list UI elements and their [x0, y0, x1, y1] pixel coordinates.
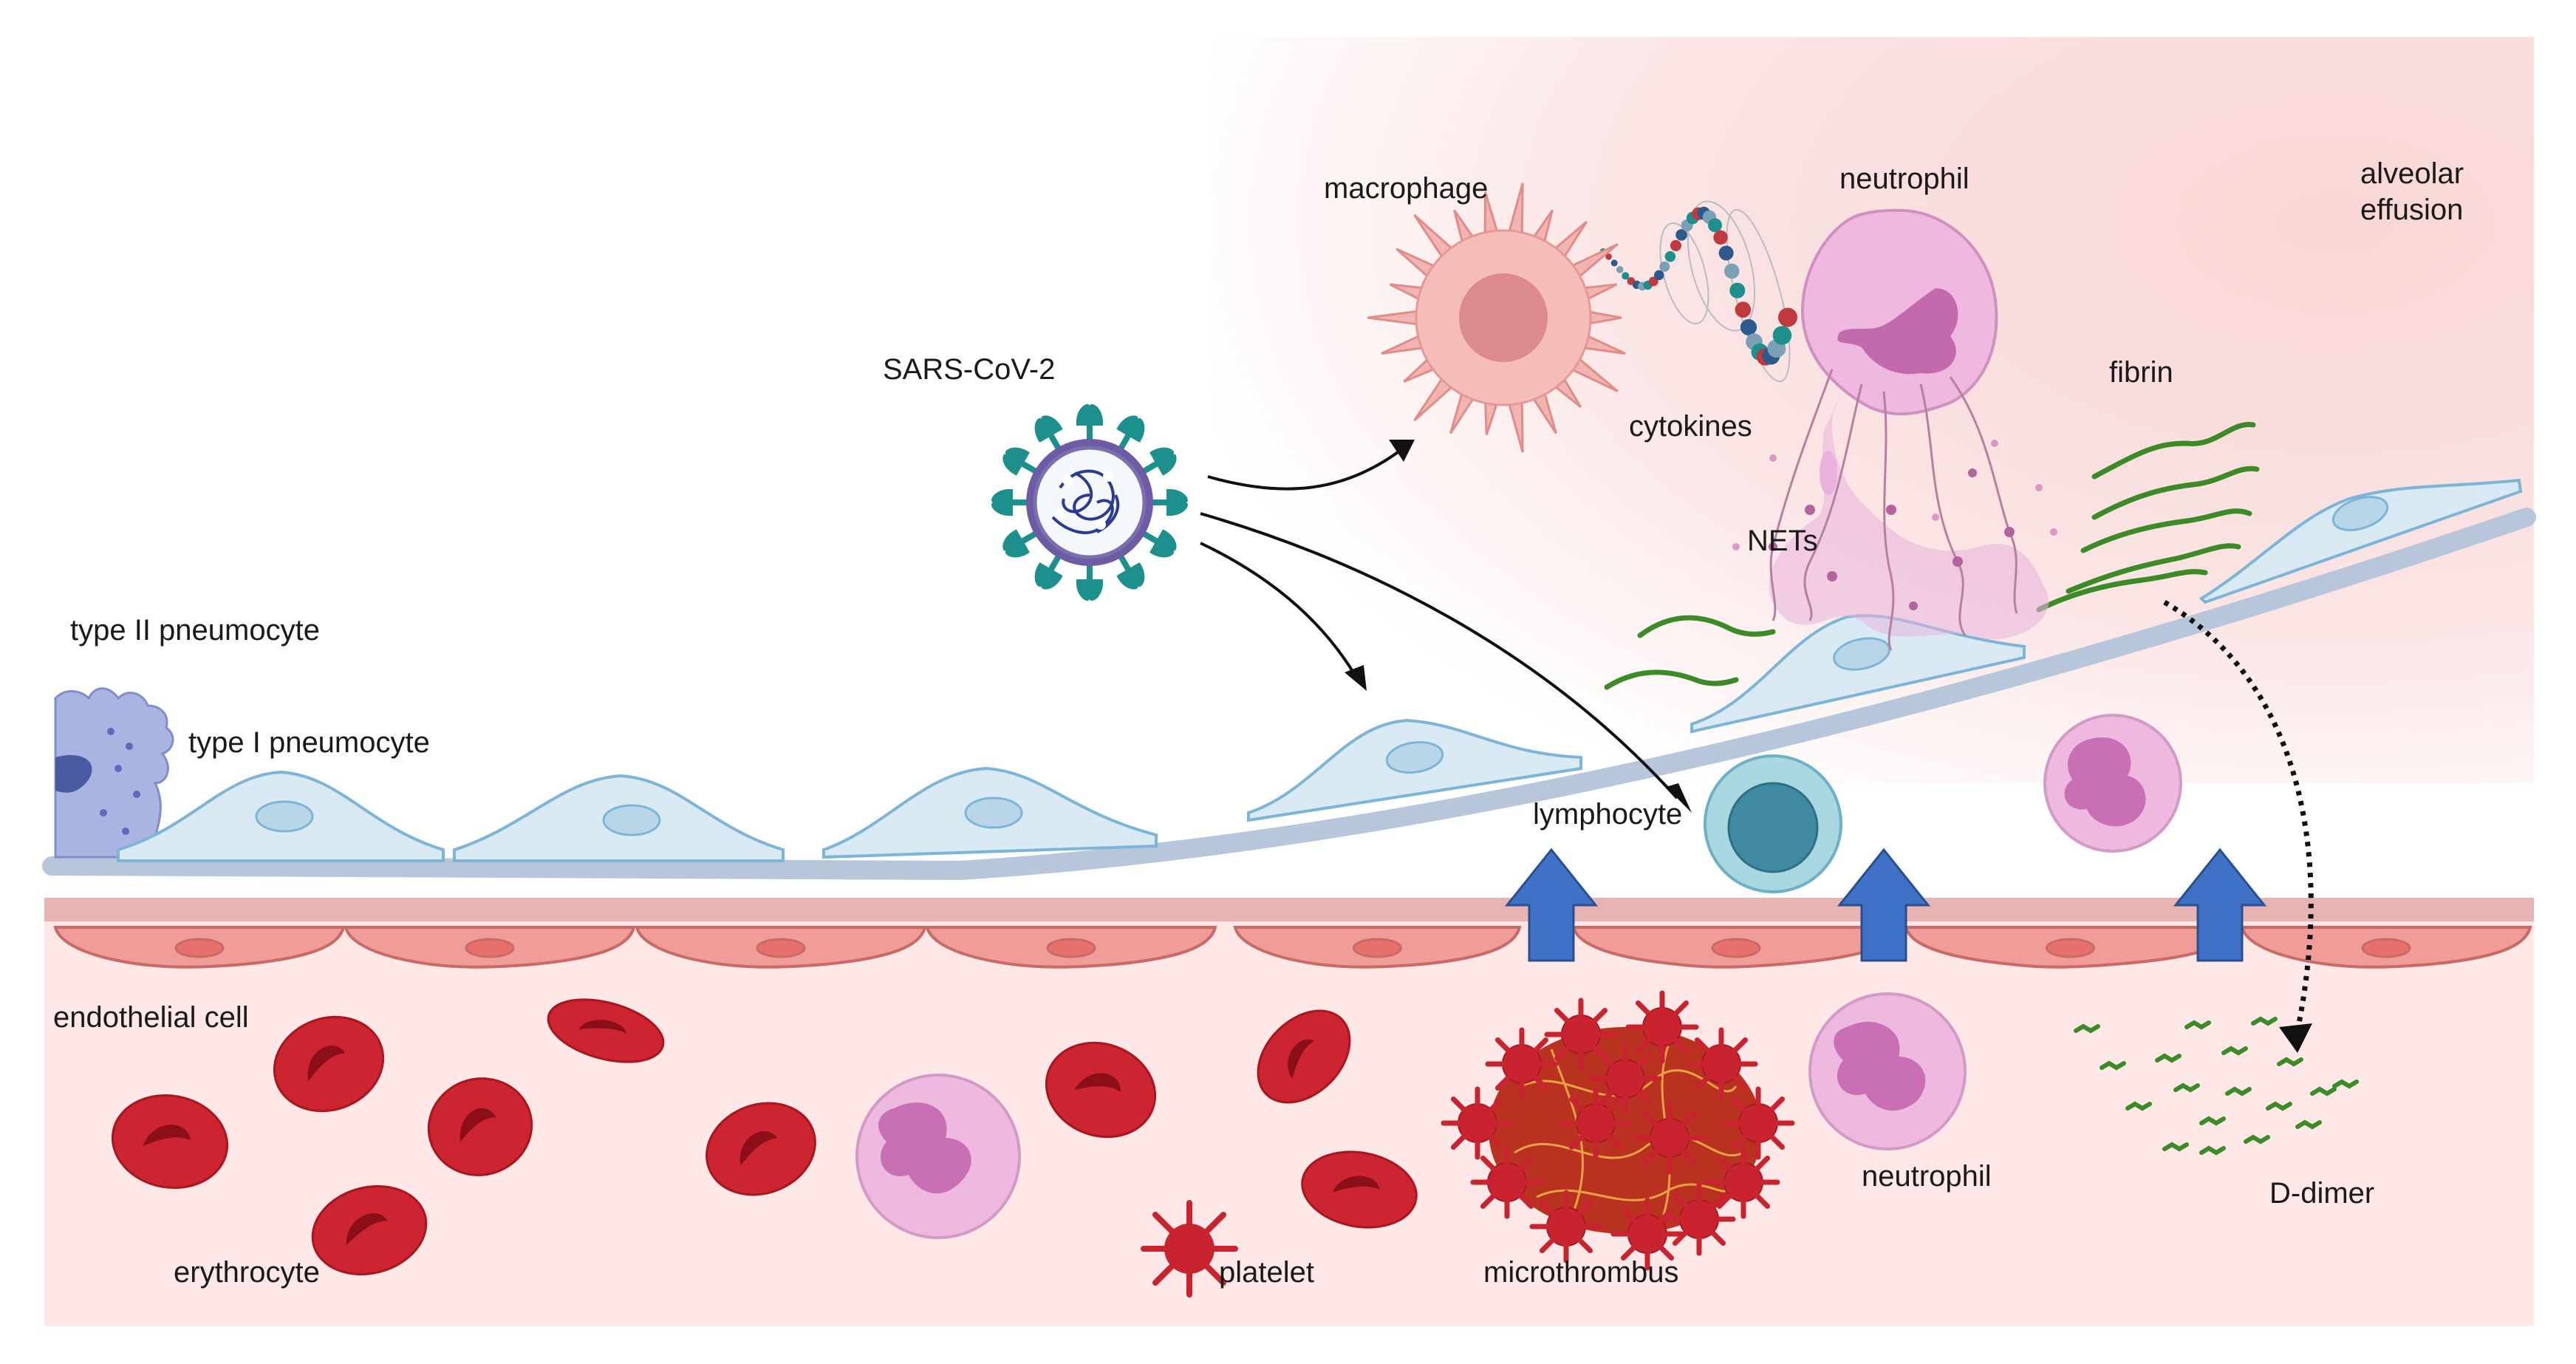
label-lymphocyte: lymphocyte: [1533, 798, 1682, 831]
type-i-pneumocyte: [2199, 478, 2523, 604]
label-alveolar-effusion-1: alveolar: [2360, 157, 2464, 190]
label-fibrin: fibrin: [2109, 356, 2173, 389]
label-endothelial-cell: endothelial cell: [53, 1001, 249, 1034]
erythrocyte: [547, 998, 665, 1063]
label-type-ii-pneumocyte: type II pneumocyte: [70, 614, 320, 647]
label-alveolar-effusion-2: effusion: [2360, 194, 2463, 226]
erythrocyte: [111, 1094, 229, 1190]
label-sars-cov-2: SARS-CoV-2: [883, 353, 1055, 386]
erythrocyte: [1301, 1150, 1418, 1229]
label-type-i-pneumocyte: type I pneumocyte: [188, 726, 430, 759]
degradation-arrow: [2163, 599, 2314, 1031]
erythrocyte: [427, 1077, 533, 1176]
arrow-to-macrophage: [1207, 449, 1401, 491]
label-microthrombus: microthrombus: [1483, 1256, 1679, 1289]
arrowhead-pneumocyte: [1345, 665, 1367, 691]
vessel-wall-top: [44, 898, 2534, 921]
infection-arrows: [1200, 449, 1678, 799]
arrow-to-lymphocyte: [1200, 512, 1678, 799]
transmigration-arrow: [1504, 848, 1599, 962]
alveolar-membrane: [42, 508, 2536, 881]
label-d-dimer: D-dimer: [2269, 1177, 2374, 1210]
neutrophil-in-alveolus: [2043, 714, 2182, 853]
label-platelet: platelet: [1219, 1256, 1314, 1289]
arrow-to-pneumocyte: [1200, 542, 1357, 678]
neutrophil-transmigrating: [1808, 992, 1967, 1150]
transmigration-arrows: [1504, 848, 2267, 962]
neutrophil-releasing-nets: [1732, 208, 2057, 651]
label-neutrophil-bottom: neutrophil: [1862, 1160, 1992, 1193]
microthrombus: [1441, 990, 1795, 1271]
erythrocyte: [706, 1102, 816, 1196]
label-macrophage: macrophage: [1324, 172, 1488, 205]
neutrophil-in-vessel: [855, 1074, 1021, 1239]
erythrocyte: [311, 1184, 428, 1276]
label-nets: NETs: [1747, 525, 1818, 557]
lymphocyte: [1704, 754, 1842, 893]
label-neutrophil-top: neutrophil: [1839, 163, 1969, 195]
fibrin-strands: [1604, 422, 2260, 690]
macrophage: [1367, 183, 1626, 453]
endothelial-cells: [53, 926, 2532, 969]
erythrocyte: [1045, 1041, 1157, 1139]
sars-cov-2-virus: [991, 404, 1188, 601]
arrowhead-macrophage: [1389, 440, 1415, 462]
type-ii-pneumocyte: [54, 687, 174, 859]
erythrocytes: [111, 998, 1418, 1276]
alveolar-effusion-fade: [1169, 37, 1212, 813]
degradation-arrowhead: [2279, 1023, 2312, 1053]
cytokines: [1600, 200, 1797, 383]
arrowhead-lymphocyte: [1666, 783, 1692, 813]
transmigration-arrow: [1837, 848, 1931, 962]
erythrocyte: [1257, 1009, 1351, 1104]
transmigration-arrow: [2173, 848, 2267, 962]
d-dimer-fragments: [2074, 1016, 2359, 1156]
erythrocyte: [273, 1015, 385, 1113]
label-erythrocyte: erythrocyte: [174, 1256, 320, 1289]
platelet: [1141, 1200, 1238, 1297]
label-cytokines: cytokines: [1629, 410, 1752, 443]
type-i-pneumocyte: [1690, 614, 2026, 734]
